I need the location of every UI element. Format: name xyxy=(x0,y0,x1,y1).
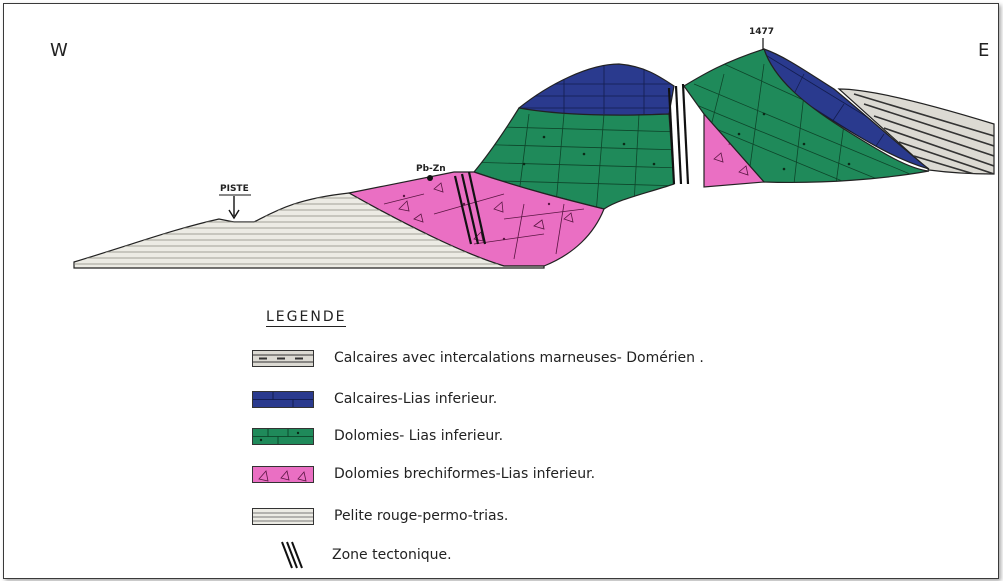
legend-item-domerien: Calcaires avec intercalations marneuses-… xyxy=(252,347,704,369)
east-label: E xyxy=(978,40,989,61)
legend-item-dolomies: Dolomies- Lias inferieur. xyxy=(252,425,503,447)
summit-altitude: 1477 xyxy=(749,27,774,37)
dolomies-swatch xyxy=(252,428,314,445)
legend-item-zone-tectonique: Zone tectonique. xyxy=(252,544,452,566)
legend-label-breche: Dolomies brechiformes-Lias inferieur. xyxy=(334,466,595,482)
legend-item-calcaires: Calcaires-Lias inferieur. xyxy=(252,388,497,410)
breche-swatch xyxy=(252,466,314,483)
domerien-swatch xyxy=(252,350,314,367)
legend-title: LEGENDE xyxy=(266,309,346,327)
zone-tectonique-symbol xyxy=(252,540,312,570)
legend-label-calcaires: Calcaires-Lias inferieur. xyxy=(334,391,497,407)
legend-item-permotrias: Pelite rouge-permo-trias. xyxy=(252,505,508,527)
pbzn-dot xyxy=(427,175,433,181)
figure-frame: W E 1477 PISTE Pb-Zn LEGENDE Calcaires a… xyxy=(3,3,999,579)
legend-label-permotrias: Pelite rouge-permo-trias. xyxy=(334,508,508,524)
legend-label-zone-tectonique: Zone tectonique. xyxy=(332,547,452,563)
permotrias-swatch xyxy=(252,508,314,525)
calcaires-swatch xyxy=(252,391,314,408)
pbzn-label: Pb-Zn xyxy=(416,164,446,174)
west-label: W xyxy=(50,40,68,61)
legend-label-dolomies: Dolomies- Lias inferieur. xyxy=(334,428,503,444)
legend-label-domerien: Calcaires avec intercalations marneuses-… xyxy=(334,350,704,366)
geologic-cross-section xyxy=(4,4,998,304)
legend-item-breche: Dolomies brechiformes-Lias inferieur. xyxy=(252,463,595,485)
piste-label: PISTE xyxy=(220,184,249,194)
